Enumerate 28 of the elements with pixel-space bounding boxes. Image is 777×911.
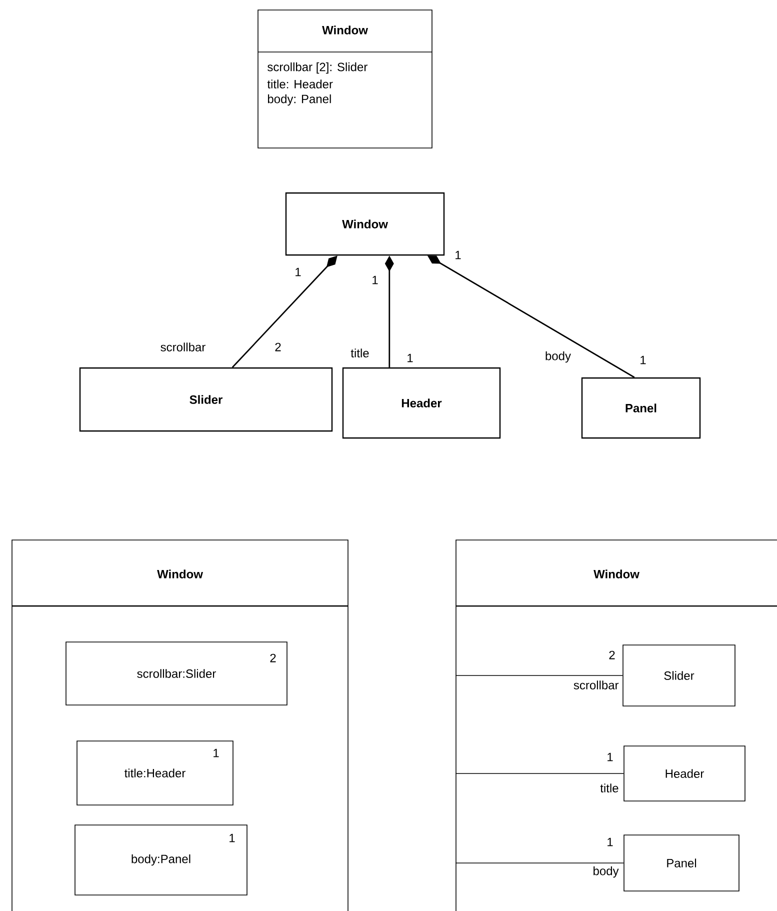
class-box: Window scrollbar [2]: Slider title: Header body: Panel (258, 10, 432, 148)
multiplicity-label: 1 (296, 268, 301, 276)
multiplicity-label: 1 (608, 752, 613, 762)
multiplicity-label: 1 (640, 356, 646, 364)
role-label: scrollbar (160, 342, 206, 352)
part-box: body:Panel 1 (74, 824, 248, 896)
role-label: title (600, 784, 618, 792)
part-box: Panel (624, 834, 740, 892)
part-box: Window (285, 192, 445, 256)
part-box: scrollbar:Slider 2 (66, 642, 288, 706)
part-box: Slider (622, 644, 736, 706)
multiplicity-label: 1 (456, 250, 461, 260)
connector-line (455, 675, 623, 676)
multiplicity-label: 1 (372, 276, 378, 284)
role-label: scrollbar (574, 680, 619, 690)
composition-line (232, 256, 338, 368)
role-label: body (546, 351, 571, 363)
multiplicity-label: 2 (275, 342, 281, 352)
role-label: title (350, 348, 369, 358)
connector-line (455, 773, 624, 774)
connector-line (455, 862, 624, 864)
part-box: title:Header 1 (76, 740, 234, 806)
multiplicity-label: 1 (608, 838, 613, 846)
role-label: body (594, 866, 619, 878)
part-box: Panel (581, 377, 701, 439)
part-box: Slider (79, 367, 333, 432)
part-box: Header (342, 367, 501, 439)
part-box: Header (624, 746, 746, 802)
